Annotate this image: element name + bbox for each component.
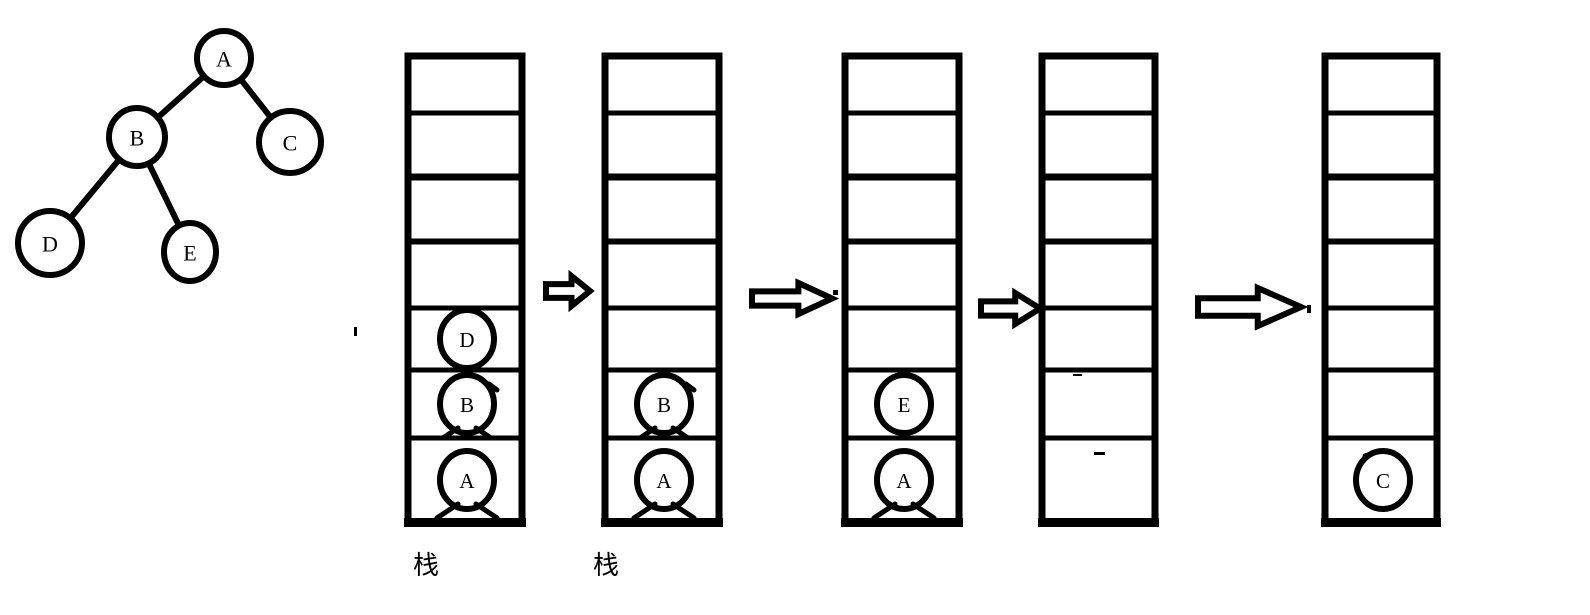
arrows-group	[543, 269, 1309, 331]
stack-item-branch-stub	[683, 381, 697, 393]
stack-item-circle	[437, 448, 497, 512]
stack-cell[interactable]	[842, 239, 962, 311]
stack-item-label: E	[898, 393, 911, 417]
stack-item-circle	[874, 448, 934, 512]
tree-node-circle	[161, 220, 219, 284]
tree-node-circle	[256, 108, 324, 176]
stack-cell[interactable]	[1039, 239, 1158, 311]
stack-item-branch-stub	[1362, 449, 1379, 459]
tree-edge-B-E	[144, 158, 183, 231]
stack-cell[interactable]	[405, 110, 525, 180]
stack-cell[interactable]	[1322, 367, 1440, 441]
tree-node-d[interactable]: D	[15, 208, 85, 278]
scan-artifacts	[354, 290, 1311, 455]
stack-item-branch-left	[871, 501, 898, 521]
tree-edge-A-C	[236, 74, 276, 123]
arrow-3-4-icon	[978, 287, 1046, 330]
tree-node-label: B	[130, 126, 145, 151]
tree-group: A B C D E	[15, 28, 324, 284]
stack-step-2[interactable]: BA	[601, 52, 723, 527]
stack-base	[601, 518, 723, 527]
stack-cell[interactable]	[842, 305, 962, 373]
stack-item-branch-left	[631, 501, 658, 521]
stack-item-label: B	[460, 393, 474, 417]
stack-item-branch-right	[910, 501, 937, 521]
stack-base	[1038, 518, 1159, 527]
stack-item-label: A	[896, 469, 912, 493]
stack-cell[interactable]	[1321, 173, 1441, 246]
tree-node-circle	[106, 105, 168, 169]
stack-item-branch-left	[434, 501, 461, 521]
stack-cell[interactable]	[404, 173, 526, 246]
stack-cell[interactable]	[1039, 305, 1158, 373]
stack-cell[interactable]	[602, 110, 722, 180]
stack-cell[interactable]	[405, 53, 525, 116]
stack-item-label: B	[657, 393, 671, 417]
tree-node-label: E	[183, 241, 196, 266]
stack-cell[interactable]	[1039, 53, 1158, 116]
stack-cell[interactable]	[1322, 239, 1440, 311]
stack-base	[841, 518, 963, 527]
stack-cell[interactable]	[601, 173, 723, 246]
tree-node-label: A	[216, 47, 232, 72]
tree-node-a[interactable]: A	[194, 28, 254, 88]
tree-node-e[interactable]: E	[161, 220, 219, 284]
stack-base	[404, 518, 526, 527]
stack-item-label: D	[459, 328, 474, 352]
tree-edge-A-B	[153, 71, 209, 122]
tree-node-circle	[194, 28, 254, 88]
arrow-2-3-icon	[749, 278, 840, 319]
stack-cell[interactable]	[1322, 110, 1440, 180]
stack-step-1-caption: 栈	[413, 551, 440, 581]
tree-node-label: D	[42, 232, 58, 257]
stack-cell[interactable]	[1039, 367, 1158, 441]
stack-cell[interactable]	[842, 110, 962, 180]
stack-cell[interactable]	[602, 53, 722, 116]
stack-step-4[interactable]	[1038, 52, 1159, 527]
stack-cell[interactable]	[1322, 53, 1440, 116]
stack-step-5[interactable]: C	[1321, 52, 1441, 527]
stack-cell[interactable]	[405, 239, 525, 311]
stack-cell[interactable]	[1322, 305, 1440, 373]
stack-item-circle	[634, 372, 694, 436]
stack-item-circle	[437, 372, 497, 436]
stack-item-label: A	[459, 469, 475, 493]
stack-cell[interactable]	[841, 173, 963, 246]
tree-node-circle	[15, 208, 85, 278]
stack-item-branch-stub	[486, 381, 500, 393]
stack-item-label: A	[656, 469, 672, 493]
tree-node-label: C	[283, 131, 298, 156]
stack-cell[interactable]	[1038, 173, 1159, 246]
stack-step-2-caption: 栈	[593, 551, 620, 581]
stack-item-circle	[634, 448, 694, 512]
stack-step-1[interactable]: D B A	[404, 52, 526, 527]
stack-cell[interactable]	[1039, 110, 1158, 180]
tree-node-b[interactable]: B	[106, 105, 168, 169]
stack-item-circle	[874, 372, 934, 436]
stack-item-branch-right	[670, 501, 697, 521]
tree-edge-B-D	[66, 154, 124, 223]
stack-item-label: C	[1376, 469, 1390, 493]
stack-cell[interactable]	[1039, 435, 1158, 525]
stack-cell[interactable]	[602, 305, 722, 373]
arrow-1-2-icon	[543, 269, 595, 313]
stack-cell[interactable]	[842, 53, 962, 116]
stack-cell[interactable]	[602, 239, 722, 311]
stack-base	[1321, 518, 1441, 527]
tree-node-c[interactable]: C	[256, 108, 324, 176]
stack-item-circle	[1353, 448, 1413, 512]
arrow-4-5-icon	[1195, 283, 1309, 331]
stack-item-branch-right	[473, 501, 500, 521]
stack-step-3[interactable]: EA	[841, 52, 963, 527]
